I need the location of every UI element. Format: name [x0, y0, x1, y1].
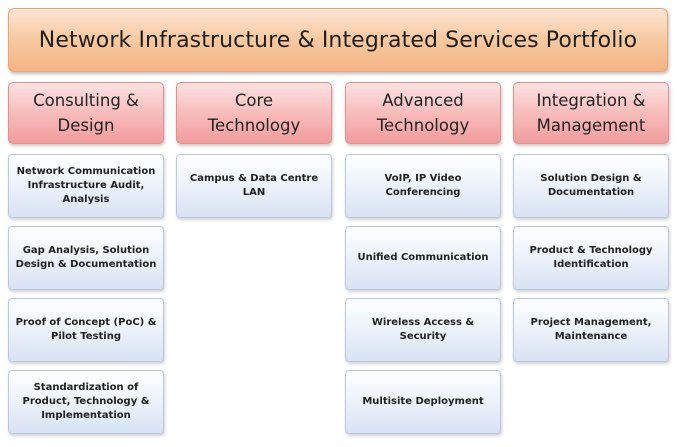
- service-label: Gap Analysis, Solution Design & Document…: [15, 245, 157, 270]
- service-box: Network Communication Infrastructure Aud…: [8, 154, 164, 218]
- category-heading: Consulting & Design: [33, 91, 139, 135]
- service-label: Product & Technology Identification: [529, 245, 653, 270]
- service-box: Standardization of Product, Technology &…: [8, 370, 164, 434]
- service-label: Wireless Access & Security: [371, 317, 475, 342]
- service-label: Network Communication Infrastructure Aud…: [16, 166, 156, 205]
- service-box: Multisite Deployment: [345, 370, 501, 434]
- service-box: Unified Communication: [345, 226, 501, 290]
- portfolio-banner: Network Infrastructure & Integrated Serv…: [8, 8, 668, 72]
- category-heading: Integration & Management: [536, 91, 646, 135]
- service-box: Solution Design & Documentation: [513, 154, 669, 218]
- service-box: Campus & Data Centre LAN: [176, 154, 332, 218]
- service-label: Multisite Deployment: [362, 396, 484, 407]
- service-box: Wireless Access & Security: [345, 298, 501, 362]
- category-advanced-technology: Advanced Technology: [345, 82, 501, 144]
- service-label: Proof of Concept (PoC) & Pilot Testing: [15, 317, 157, 342]
- service-box: Project Management, Maintenance: [513, 298, 669, 362]
- service-box: Product & Technology Identification: [513, 226, 669, 290]
- service-label: Standardization of Product, Technology &…: [22, 382, 150, 421]
- service-label: VoIP, IP Video Conferencing: [384, 173, 462, 198]
- category-heading: Advanced Technology: [376, 91, 470, 135]
- service-label: Campus & Data Centre LAN: [189, 173, 319, 198]
- diagram-title: Network Infrastructure & Integrated Serv…: [38, 27, 638, 53]
- service-label: Unified Communication: [357, 252, 489, 263]
- category-consulting-design: Consulting & Design: [8, 82, 164, 144]
- category-integration-management: Integration & Management: [513, 82, 669, 144]
- service-label: Project Management, Maintenance: [530, 317, 652, 342]
- service-label: Solution Design & Documentation: [540, 173, 642, 198]
- category-heading: Core Technology: [207, 91, 301, 135]
- service-box: VoIP, IP Video Conferencing: [345, 154, 501, 218]
- service-box: Gap Analysis, Solution Design & Document…: [8, 226, 164, 290]
- service-box: Proof of Concept (PoC) & Pilot Testing: [8, 298, 164, 362]
- category-core-technology: Core Technology: [176, 82, 332, 144]
